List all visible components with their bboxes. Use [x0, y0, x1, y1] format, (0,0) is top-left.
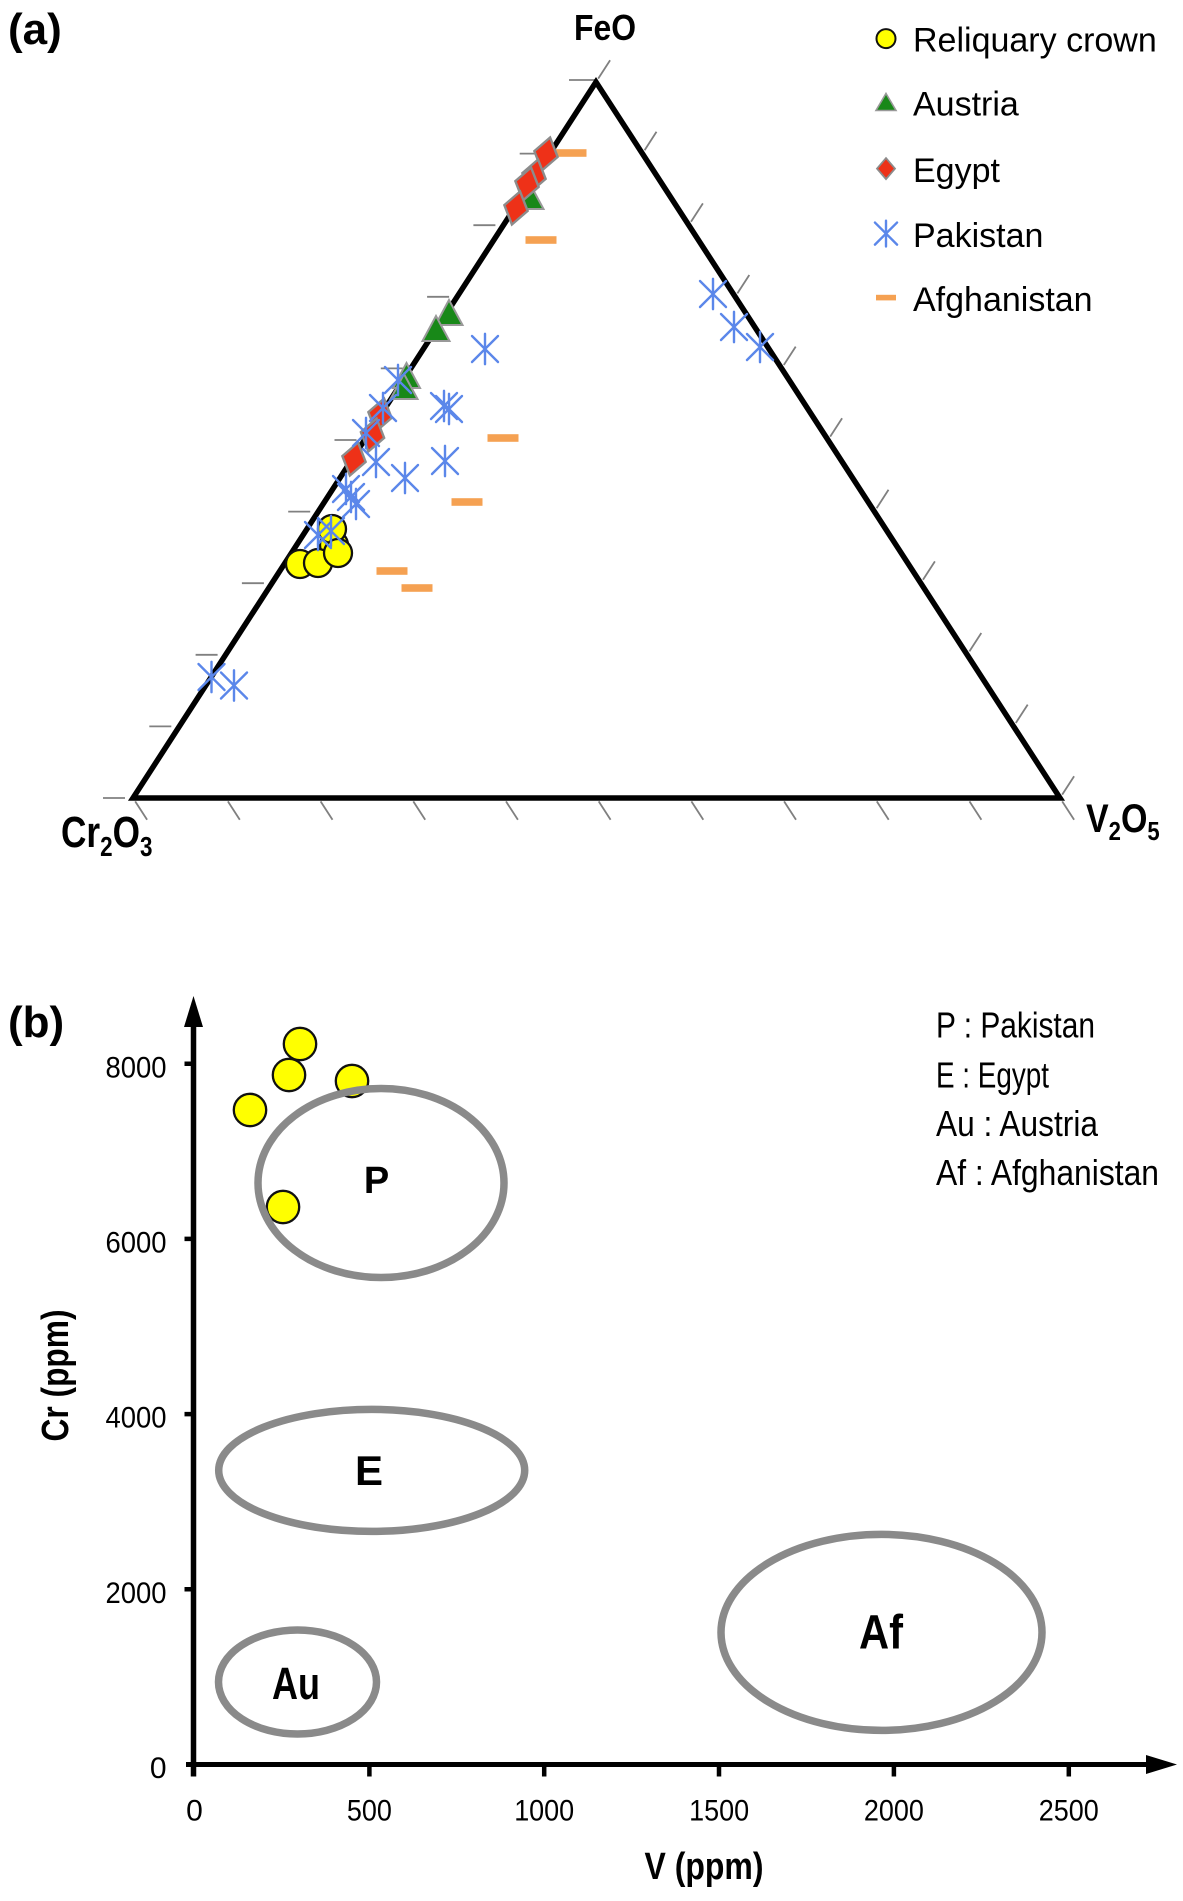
svg-text:4000: 4000: [106, 1402, 167, 1435]
svg-text:Egypt: Egypt: [913, 152, 1000, 190]
svg-text:Au: Au: [272, 1658, 320, 1709]
svg-text:Cr (ppm): Cr (ppm): [35, 1310, 77, 1442]
svg-text:(b): (b): [8, 998, 64, 1047]
svg-text:Reliquary crown: Reliquary crown: [913, 22, 1157, 60]
svg-text:P : Pakistan: P : Pakistan: [936, 1005, 1095, 1046]
svg-text:V (ppm): V (ppm): [645, 1846, 764, 1888]
svg-text:Af : Afghanistan: Af : Afghanistan: [936, 1152, 1159, 1193]
svg-text:0: 0: [150, 1752, 167, 1785]
svg-text:8000: 8000: [106, 1051, 167, 1084]
svg-text:2500: 2500: [1039, 1795, 1099, 1828]
svg-text:P: P: [364, 1160, 389, 1202]
svg-text:E : Egypt: E : Egypt: [936, 1055, 1049, 1096]
svg-text:V2O5: V2O5: [1086, 795, 1160, 846]
svg-text:Afghanistan: Afghanistan: [913, 281, 1093, 319]
svg-text:Pakistan: Pakistan: [913, 217, 1043, 255]
svg-text:Austria: Austria: [913, 86, 1019, 124]
svg-text:6000: 6000: [106, 1227, 167, 1260]
svg-text:Au : Austria: Au : Austria: [936, 1103, 1099, 1144]
svg-text:500: 500: [347, 1795, 392, 1828]
svg-text:1000: 1000: [514, 1795, 574, 1828]
svg-text:2000: 2000: [864, 1795, 924, 1828]
svg-text:Af: Af: [859, 1607, 904, 1660]
svg-text:2000: 2000: [106, 1577, 167, 1610]
svg-text:E: E: [355, 1447, 383, 1494]
svg-text:1500: 1500: [689, 1795, 749, 1828]
svg-text:FeO: FeO: [574, 7, 636, 48]
svg-text:(a): (a): [8, 5, 62, 54]
svg-text:0: 0: [186, 1795, 203, 1828]
